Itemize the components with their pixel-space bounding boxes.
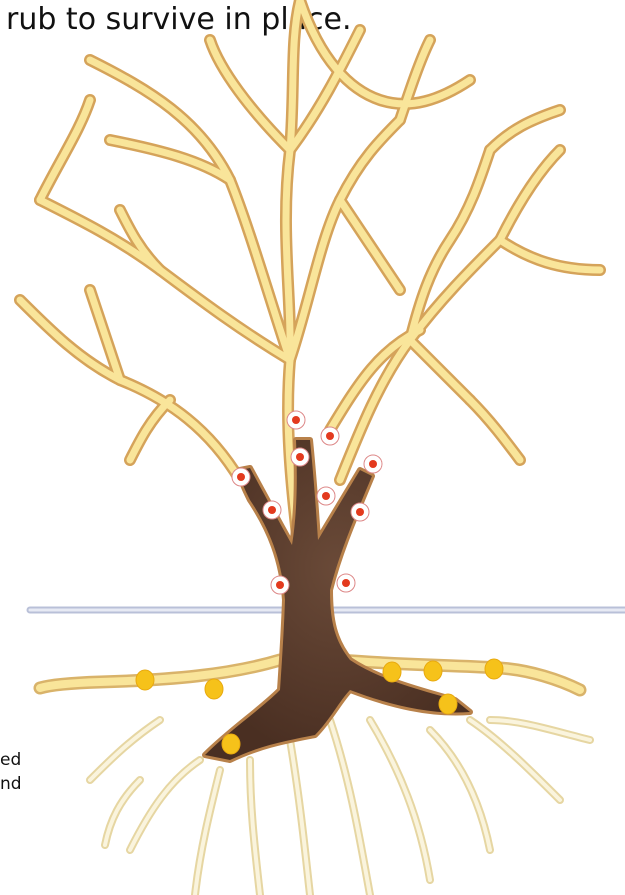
root-bud bbox=[383, 662, 401, 682]
root-bud bbox=[439, 694, 457, 714]
root-bud bbox=[424, 661, 442, 681]
root-bud bbox=[485, 659, 503, 679]
root-bud bbox=[205, 679, 223, 699]
stem-bud bbox=[263, 501, 281, 519]
stem-bud bbox=[232, 468, 250, 486]
fine-roots bbox=[90, 720, 590, 895]
stem-bud bbox=[337, 574, 355, 592]
side-caption-line-1: ed bbox=[0, 750, 21, 770]
stem-bud bbox=[351, 503, 369, 521]
stem-bud bbox=[271, 576, 289, 594]
root-bud bbox=[222, 734, 240, 754]
stem-bud bbox=[321, 427, 339, 445]
stem-bud bbox=[317, 487, 335, 505]
stem-bud bbox=[364, 455, 382, 473]
stem-bud bbox=[291, 448, 309, 466]
trunk bbox=[205, 440, 470, 760]
root-bud bbox=[136, 670, 154, 690]
side-caption-line-2: nd bbox=[0, 774, 22, 794]
stem-bud bbox=[287, 411, 305, 429]
